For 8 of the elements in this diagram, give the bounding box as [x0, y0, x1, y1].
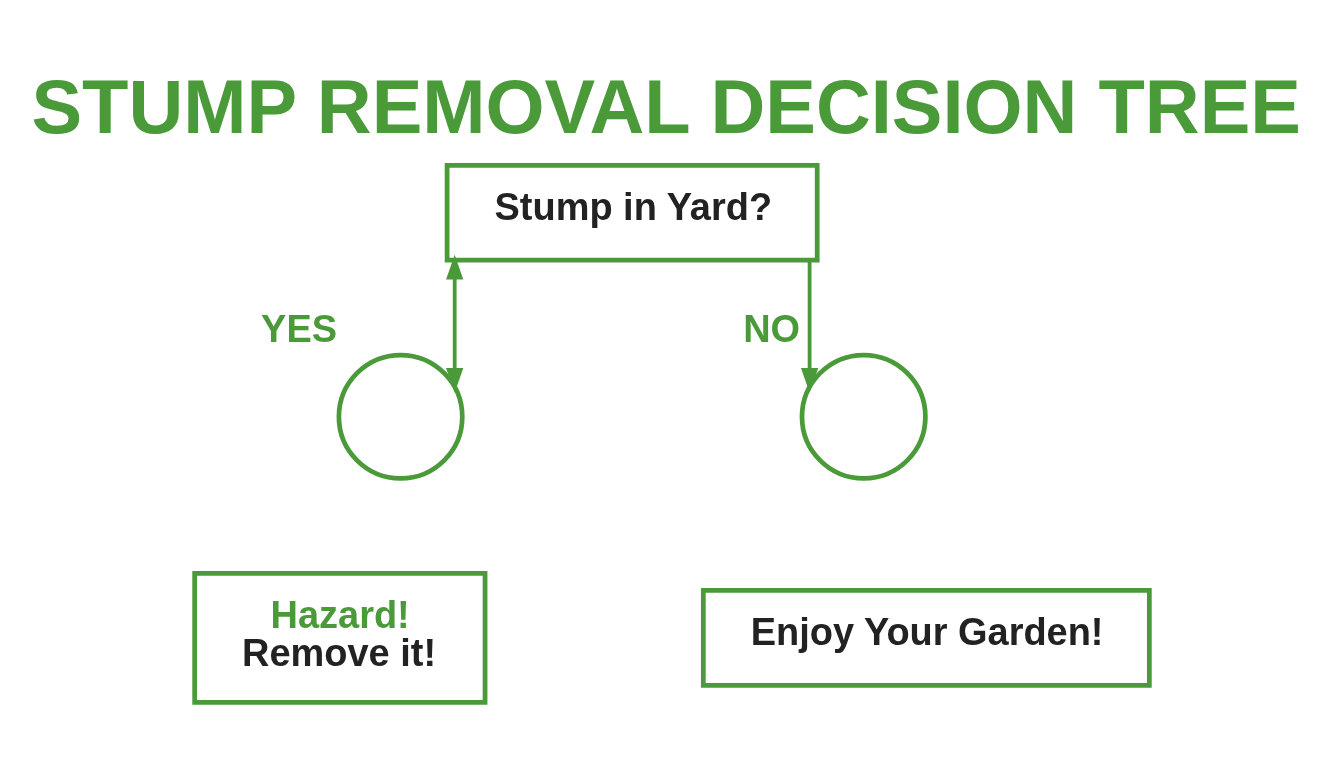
node-box: Stump in Yard? — [444, 162, 820, 263]
node-box: Hazard! Remove it! — [192, 570, 488, 705]
arrow — [446, 254, 464, 393]
diagram-title: STUMP REMOVAL DECISION TREE — [31, 63, 1301, 149]
node-box: Enjoy Your Garden! — [700, 587, 1152, 688]
node-label: YES — [261, 307, 338, 350]
arrow — [800, 260, 819, 393]
node-label: NO — [743, 307, 801, 350]
